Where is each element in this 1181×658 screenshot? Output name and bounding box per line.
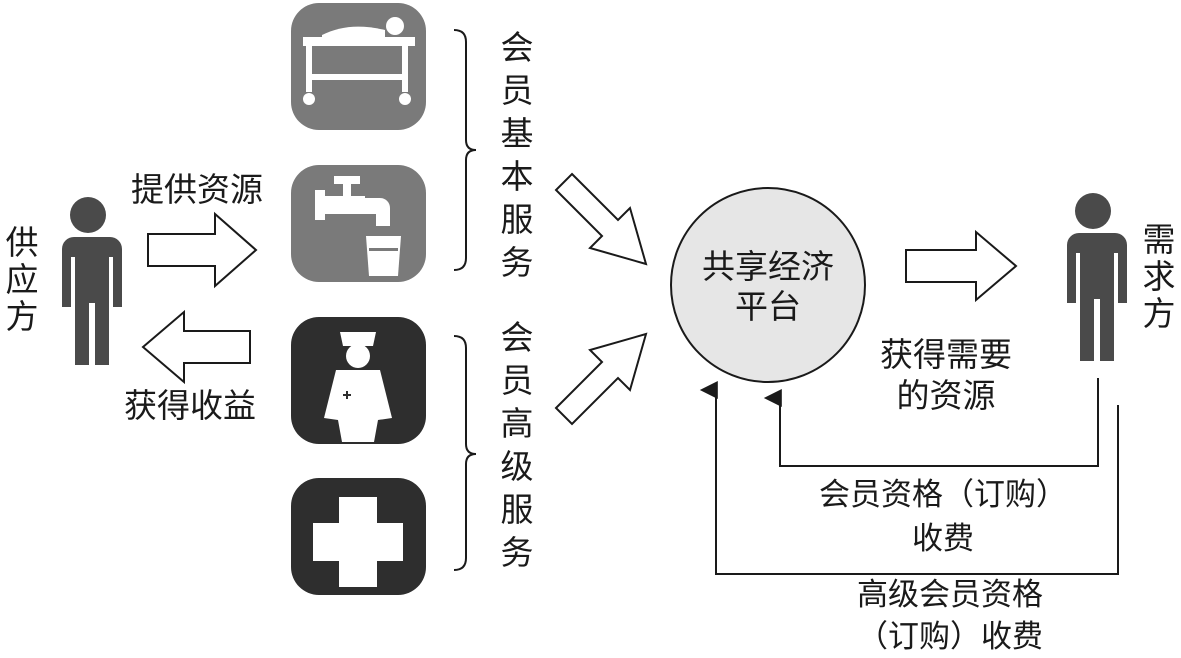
premium-services-label: 会员高级服务 xyxy=(495,320,534,578)
demander-person-icon xyxy=(1067,193,1127,361)
membership-fee-label-line1: 会员资格（订购） xyxy=(819,477,1067,513)
supplier-label: 供应方 xyxy=(0,225,39,336)
provide-resources-label: 提供资源 xyxy=(131,170,263,209)
membership-fee-label-line2: 收费 xyxy=(912,521,974,557)
get-income-label: 获得收益 xyxy=(124,386,256,425)
premium-fee-label-line1: 高级会员资格 xyxy=(857,577,1043,613)
platform-label-line2: 平台 xyxy=(735,287,801,326)
premium-fee-label-line2: （订购）收费 xyxy=(857,619,1043,655)
water-tap-icon xyxy=(291,165,426,282)
premium-services-brace xyxy=(453,335,477,571)
demander-label: 需求方 xyxy=(1137,222,1176,333)
platform-circle xyxy=(670,187,866,383)
membership-fee-line xyxy=(763,378,1099,467)
nurse-icon xyxy=(291,317,426,444)
basic-services-to-platform-arrow xyxy=(554,172,648,266)
basic-services-brace xyxy=(453,29,477,271)
get-income-arrow xyxy=(141,309,251,385)
medical-cross-icon xyxy=(291,478,426,595)
premium-membership-fee-line xyxy=(699,381,1119,575)
provide-resources-arrow xyxy=(147,211,258,289)
supplier-person-icon xyxy=(62,197,122,365)
get-needed-resources-label: 获得需要的资源 xyxy=(880,335,1012,416)
basic-services-label: 会员基本服务 xyxy=(495,30,534,288)
platform-to-demander-arrow xyxy=(905,229,1018,303)
platform-label-line1: 共享经济 xyxy=(702,247,834,286)
hospital-bed-icon xyxy=(291,3,426,130)
premium-services-to-platform-arrow xyxy=(554,332,648,426)
